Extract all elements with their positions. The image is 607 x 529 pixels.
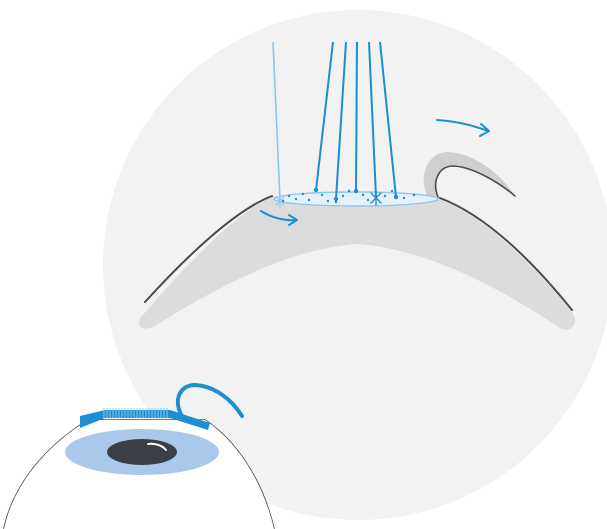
eye-with-flap-icon [4,385,274,529]
pupil [107,439,177,465]
laser-beam [356,42,357,191]
